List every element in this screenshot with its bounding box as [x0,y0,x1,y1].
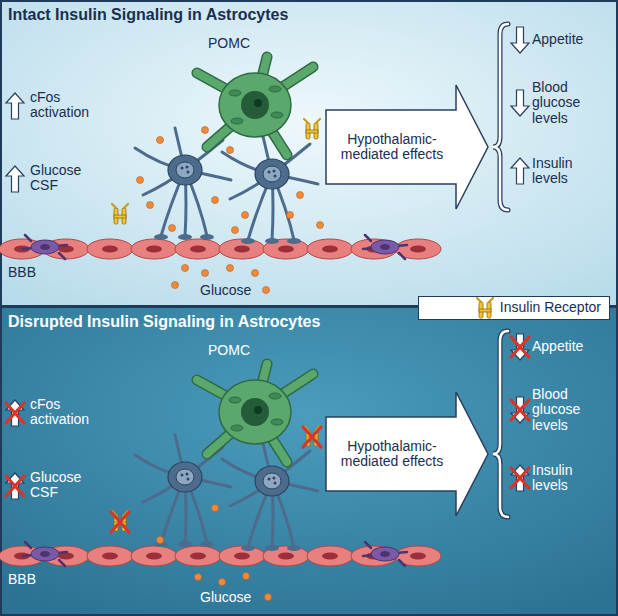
annotation-label: Glucose [200,590,270,605]
panel-band: Disrupted Insulin Signaling in Astrocyte… [0,307,618,616]
panel-ground [1,307,617,615]
insulin-receptor [477,298,493,318]
annotation-label: Insulin levels [532,463,592,494]
legend-receptor-icon [476,297,494,319]
arrow-text-holder: Hypothalamic-mediated effects [330,417,454,491]
annotation-label: Glucose CSF [30,470,92,501]
disrupted-scene [0,331,529,566]
annotation-label: POMC [208,343,268,358]
cross-mark [511,468,529,488]
annotation-label: Blood glucose levels [532,387,594,433]
cross-mark [303,427,321,447]
arrow-text: Hypothalamic-mediated effects [330,132,454,163]
arrow-text-holder: Hypothalamic-mediated effects [330,110,454,184]
panel-band: Intact Insulin Signaling in AstrocytesHy… [0,0,618,306]
legend-entry: Insulin Receptor [418,296,610,320]
arrow-outline [326,392,488,516]
annotation-label: Glucose [200,283,270,298]
legend-text: Insulin Receptor [500,300,601,315]
cross-mark [111,512,129,532]
annotation-label: BBB [8,572,48,587]
intact-scene [0,24,529,259]
cross-mark [511,337,529,357]
annotation-label: Blood glucose levels [532,80,594,126]
annotation-label: Glucose CSF [30,163,92,194]
effect-arrow: Hypothalamic-mediated effects [324,389,490,519]
cross-mark [6,403,24,423]
glucose-dots [137,127,324,294]
annotation-label: Appetite [532,339,612,354]
annotation-label: cFos activation [30,397,105,428]
annotation-label: Insulin levels [532,156,592,187]
cross-mark [511,400,529,420]
arrow-outline [326,85,488,209]
annotation-label: Appetite [532,32,612,47]
arrow-text: Hypothalamic-mediated effects [330,439,454,470]
annotation-label: POMC [208,36,268,51]
panel-title: Intact Insulin Signaling in Astrocytes [8,6,610,24]
glucose-dots [157,505,272,601]
cross-mark [6,476,24,496]
annotation-label: cFos activation [30,90,105,121]
annotation-label: BBB [8,265,48,280]
effect-arrow: Hypothalamic-mediated effects [324,82,490,212]
